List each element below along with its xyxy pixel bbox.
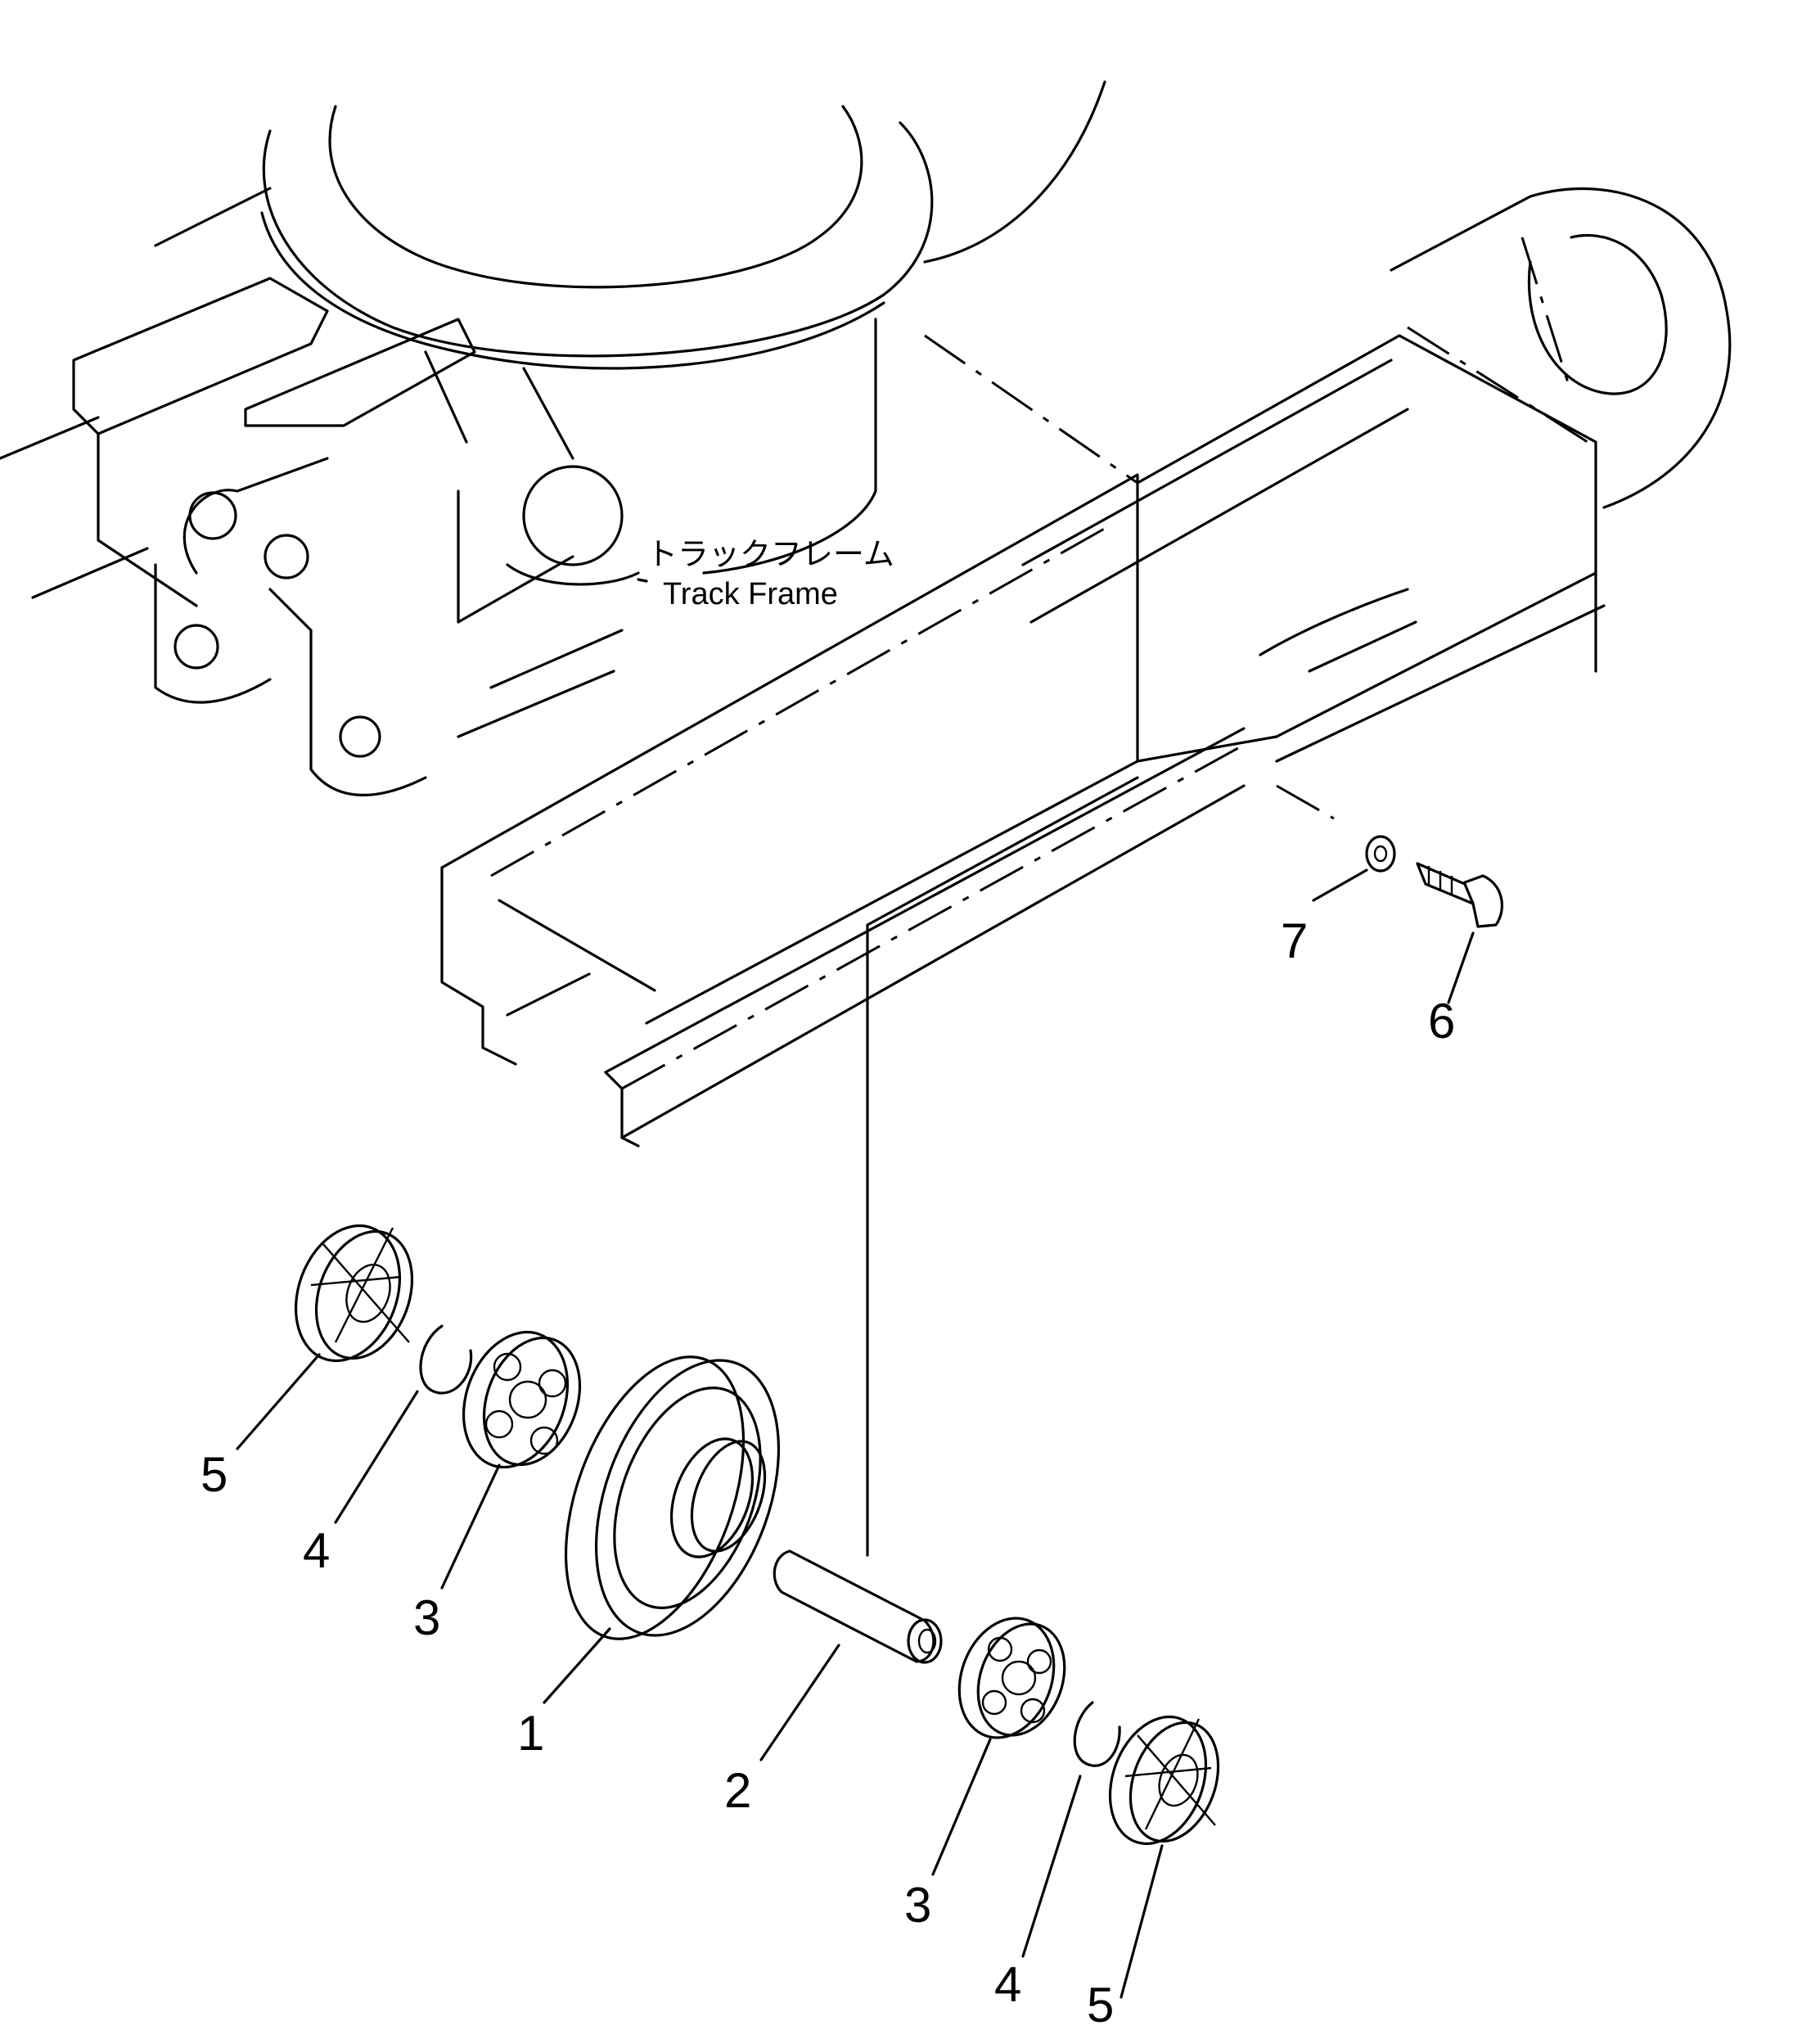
snap-ring-part-4-right bbox=[1073, 1701, 1121, 1767]
roller-part-1 bbox=[564, 1355, 781, 1640]
track-frame-label-en: Track Frame bbox=[663, 577, 838, 611]
callout-7: 7 bbox=[1281, 913, 1308, 968]
callout-5-right: 5 bbox=[1087, 1978, 1114, 2025]
track-frame-label-jp: トラックフレーム bbox=[646, 538, 894, 572]
shaft-part-2 bbox=[773, 1549, 943, 1664]
callout-3-left: 3 bbox=[413, 1590, 440, 1645]
bearing-part-3-left bbox=[462, 1330, 582, 1469]
seal-part-5-left bbox=[294, 1224, 414, 1363]
bolt-part-6 bbox=[1416, 862, 1503, 928]
leader-lines bbox=[236, 578, 1475, 1999]
washer-part-7 bbox=[1365, 835, 1396, 873]
seal-part-5-right bbox=[1108, 1715, 1220, 1846]
callout-3-right: 3 bbox=[904, 1878, 931, 1933]
callout-6: 6 bbox=[1428, 994, 1455, 1049]
callout-4-right: 4 bbox=[994, 1957, 1021, 2012]
track-frame-drawing bbox=[0, 80, 1732, 1557]
callout-5-left: 5 bbox=[200, 1447, 228, 1502]
snap-ring-part-4-left bbox=[419, 1324, 473, 1395]
callout-1: 1 bbox=[517, 1706, 544, 1761]
bearing-part-3-right bbox=[957, 1617, 1066, 1739]
exploded-parts bbox=[294, 835, 1503, 1846]
callout-4-left: 4 bbox=[303, 1523, 330, 1578]
callout-2: 2 bbox=[724, 1763, 751, 1818]
